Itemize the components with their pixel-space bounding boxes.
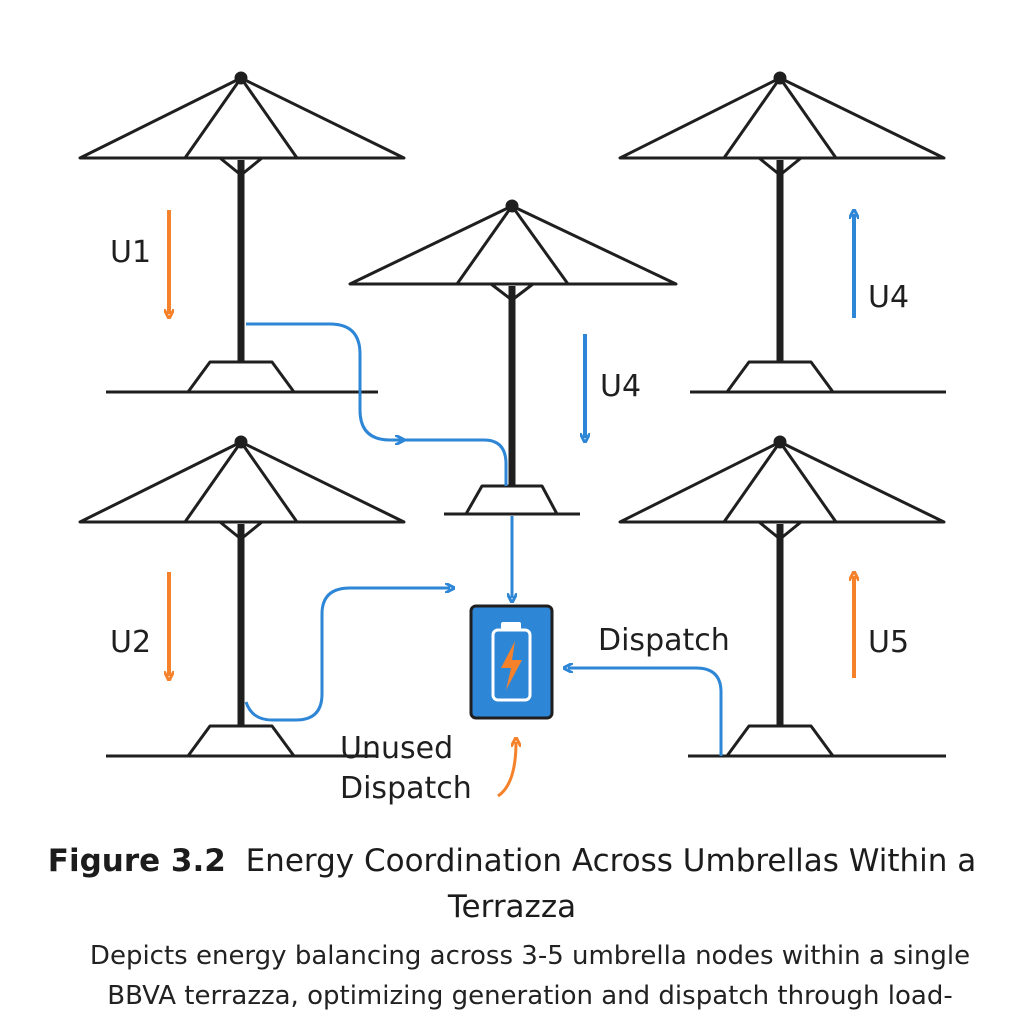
figure-caption-title: Figure 3.2 Energy Coordination Across Um… [0,838,1024,930]
figure-title: Energy Coordination Across Umbrellas Wit… [245,843,977,925]
figure-description: Depicts energy balancing across 3-5 umbr… [89,941,971,1011]
u5-dispatch-flow [568,668,723,756]
umbrella-u5 [618,435,946,758]
u1-label: U1 [110,235,151,270]
u5-label: U5 [868,625,909,660]
u2-label: U2 [110,625,151,660]
umbrella-u1 [78,71,406,394]
umbrella-u2 [78,435,406,758]
u2-to-battery-flow [244,588,450,722]
umbrella-u4 [618,71,946,394]
battery-charging-icon [469,604,554,720]
center-label: U4 [600,369,641,404]
unused-label-line2: Dispatch [340,771,472,806]
figure-number: Figure 3.2 [47,843,226,879]
unused-dispatch-arrow [497,742,516,798]
u4-label: U4 [868,280,909,315]
unused-label-line1: Unused [340,731,453,766]
u1-to-center-flow [246,322,400,440]
center-branch-flow [400,438,508,486]
umbrella-center [348,199,678,516]
dispatch-label: Dispatch [598,623,730,658]
